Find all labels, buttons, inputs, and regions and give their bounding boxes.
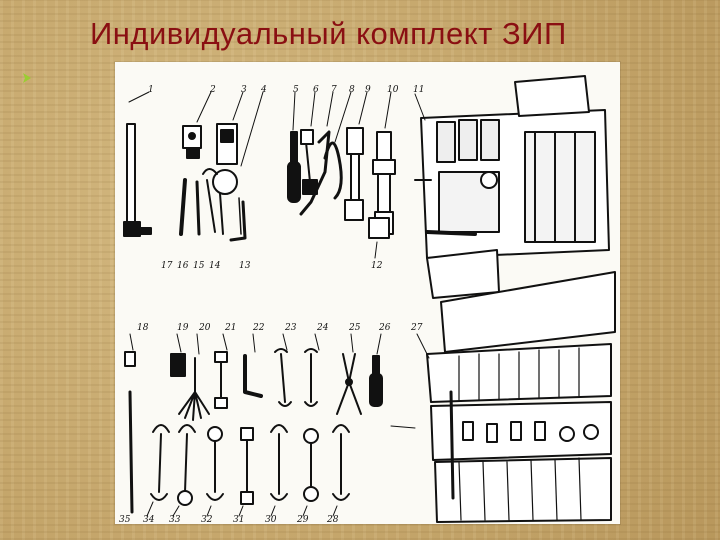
tool-28-spanner: [332, 424, 350, 517]
tool-17-16-punches: [179, 178, 247, 242]
callout-11: 11: [413, 85, 424, 95]
callout-numbers: 1 2 3 4 5 6 7 8 9 10 11 17 16 15 14 13 1…: [119, 85, 424, 524]
tool-kit-svg: 1 2 3 4 5 6 7 8 9 10 11 17 16 15 14 13 1…: [119, 75, 616, 524]
tool-25-pliers: [336, 333, 362, 415]
callout-25: 25: [348, 323, 361, 333]
tool-31-spanner: [238, 427, 254, 517]
tool-30-spanner: [270, 424, 288, 517]
callout-12: 12: [371, 261, 383, 271]
callout-23: 23: [284, 323, 297, 333]
tool-3-holder: [216, 91, 244, 165]
callout-22: 22: [252, 323, 265, 333]
callout-30: 30: [265, 515, 277, 524]
callout-27: 27: [410, 323, 423, 333]
callout-14: 14: [209, 261, 221, 271]
tool-19-socket: [170, 333, 186, 377]
tool-32-spanner: [206, 426, 224, 517]
callout-15: 15: [193, 261, 205, 271]
callout-29: 29: [296, 515, 309, 524]
callout-7: 7: [331, 85, 337, 95]
tool-8-tube-spanner: [323, 91, 352, 200]
callout-3: 3: [241, 85, 247, 95]
tool-9-socket-wrench: [344, 91, 368, 221]
callout-6: 6: [313, 85, 319, 95]
callout-13: 13: [239, 261, 251, 271]
tool-18-bolt: [124, 333, 136, 514]
tool-6-offset-wrench: [300, 91, 318, 195]
callout-20: 20: [198, 323, 211, 333]
tool-4-box-wrench: [202, 91, 264, 235]
tool-7-crank: [299, 91, 334, 216]
tool-26-screwdriver: [369, 333, 383, 407]
callout-17: 17: [161, 261, 173, 271]
slide-title: Индивидуальный комплект ЗИП: [90, 16, 567, 51]
tool-24-open-spanner: [304, 333, 320, 407]
callout-32: 32: [201, 515, 213, 524]
tool-1-extension-bar: [123, 91, 152, 237]
callout-16: 16: [177, 261, 189, 271]
callout-4: 4: [260, 85, 267, 95]
callout-19: 19: [177, 323, 189, 333]
callout-26: 26: [378, 323, 391, 333]
callout-9: 9: [365, 85, 371, 95]
callout-10: 10: [387, 85, 399, 95]
tool-23-open-spanner: [274, 333, 292, 407]
callout-24: 24: [316, 323, 329, 333]
callout-8: 8: [349, 85, 355, 95]
callout-33: 33: [169, 515, 181, 524]
tool-12-plug-socket: [368, 217, 390, 259]
callout-35: 35: [119, 515, 131, 524]
callout-34: 34: [143, 515, 155, 524]
tool-27-tool-roll: [390, 271, 616, 523]
tool-11-tool-bag: [414, 75, 610, 299]
callout-5: 5: [293, 85, 299, 95]
callout-1: 1: [148, 85, 154, 95]
tool-21-small-spanner: [214, 333, 228, 409]
callout-21: 21: [224, 323, 236, 333]
tool-10-spark-wrench: [372, 91, 396, 235]
tool-2-socket: [182, 91, 212, 159]
tool-34-spanner: [146, 424, 170, 517]
tool-29-spanner: [302, 428, 319, 517]
tool-33-spanner: [172, 424, 196, 517]
tool-22-hex-key: [243, 333, 263, 398]
bullet-arrow-icon: [23, 73, 31, 83]
callout-2: 2: [209, 85, 216, 95]
callout-18: 18: [137, 323, 149, 333]
callout-31: 31: [233, 515, 244, 524]
callout-28: 28: [326, 515, 339, 524]
tool-kit-drawing: 1 2 3 4 5 6 7 8 9 10 11 17 16 15 14 13 1…: [115, 62, 620, 524]
tool-5-screwdriver: [287, 91, 301, 203]
tool-20-feeler-gauge: [178, 333, 210, 421]
